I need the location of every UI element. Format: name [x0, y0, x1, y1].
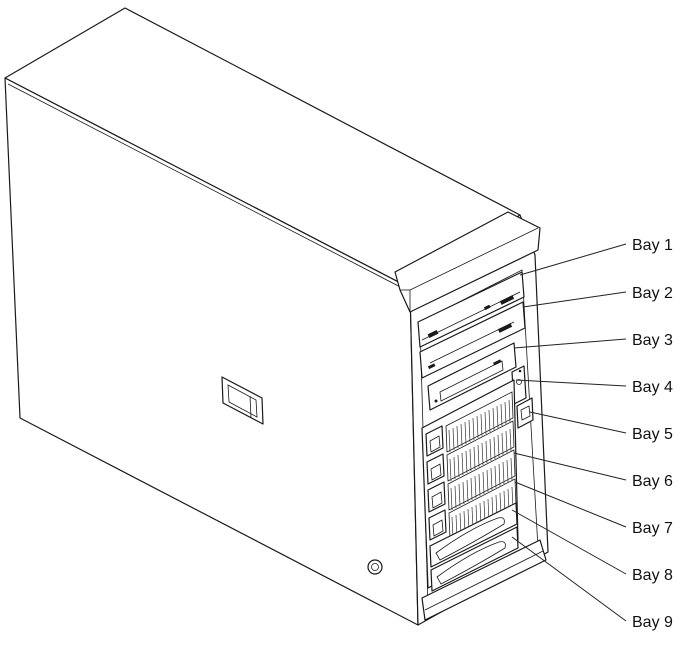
leader-lines — [511, 243, 627, 622]
hdd-handles — [425, 425, 447, 541]
bay-6-leader — [513, 452, 627, 481]
bottom-bezel — [421, 539, 547, 621]
drive-bay-3 — [427, 342, 517, 411]
bay-6-label: Bay 6 — [632, 473, 673, 490]
bay-2-label: Bay 2 — [632, 285, 673, 302]
bay-labels: Bay 1 Bay 2 Bay 3 Bay 4 Bay 5 Bay 6 Bay … — [632, 237, 673, 631]
bay-4-leader — [515, 379, 627, 387]
top-bezel — [394, 211, 541, 313]
bay-5-leader — [529, 411, 627, 434]
side-latch — [221, 376, 264, 425]
bay-9-label: Bay 9 — [632, 614, 673, 631]
bay-4-label: Bay 4 — [632, 379, 673, 396]
drive-bay-1 — [417, 271, 525, 348]
drive-bay-2 — [419, 301, 526, 379]
bay-7-label: Bay 7 — [632, 520, 673, 537]
control-panel — [511, 365, 534, 429]
bay-7-leader — [514, 481, 627, 528]
bay-5-label: Bay 5 — [632, 426, 673, 443]
bay-1-label: Bay 1 — [632, 237, 673, 254]
bay-2-leader — [522, 291, 627, 308]
bay-3-leader — [513, 338, 627, 349]
bay-8-leader — [511, 509, 627, 575]
hdd-cage — [421, 379, 519, 592]
bay-1-leader — [519, 243, 627, 276]
bay-9-leader — [511, 536, 627, 622]
bay-3-label: Bay 3 — [632, 332, 673, 349]
side-button — [367, 559, 383, 575]
hdd-lower-trays — [429, 502, 519, 592]
bay-8-label: Bay 8 — [632, 567, 673, 584]
